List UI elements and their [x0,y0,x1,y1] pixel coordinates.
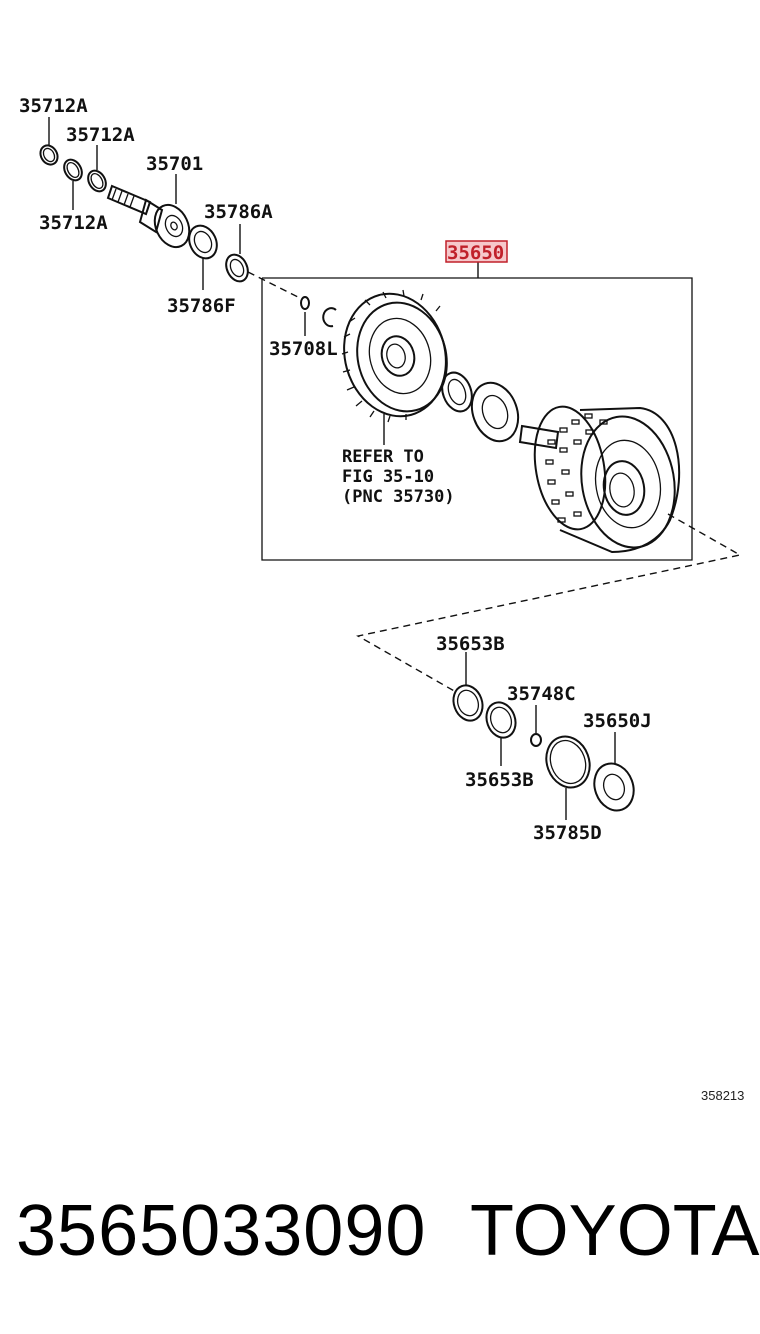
snap-ring-35785d [545,735,591,789]
input-shaft-35701 [106,184,191,249]
part-number: 3565033090 [16,1191,427,1271]
snap-ring-35712a-2 [63,158,83,182]
thrust-washer-large [470,381,520,443]
snap-ring-35712a-3 [87,169,107,193]
callout-35785d[interactable]: 35785D [533,822,602,844]
callout-35650[interactable]: 35650 [447,242,504,264]
callout-35653b-top[interactable]: 35653B [436,633,505,655]
callout-35748c[interactable]: 35748C [507,683,576,705]
footer: 3565033090 TOYOTA [0,1185,760,1285]
callout-35708l[interactable]: 35708L [269,338,338,360]
needle-bearing [441,371,473,413]
clutch-drum-35650 [518,405,681,554]
ring-35653b-2 [485,701,517,739]
clutch-drum-assembly [341,289,448,423]
brand-name: TOYOTA [470,1191,760,1271]
ring-35653b-1 [452,684,484,722]
callout-35650-group[interactable]: 35650 [445,240,508,264]
callout-35712a-low[interactable]: 35712A [39,212,108,234]
callout-35650j[interactable]: 35650J [583,710,652,732]
callout-35712a-mid[interactable]: 35712A [66,124,135,146]
o-ring-35708l [300,296,310,310]
refer-note-line1: REFER TO [342,447,424,467]
snap-ring-35712a-1 [39,144,59,166]
figure-number: 358213 [701,1088,744,1103]
thrust-washer-35650j [593,762,635,812]
thrust-bearing-35786f [188,224,218,260]
callout-35701[interactable]: 35701 [146,153,203,175]
thrust-washer-35786a [225,253,249,283]
callout-35653b-low[interactable]: 35653B [465,769,534,791]
callout-35712a-top[interactable]: 35712A [19,95,88,117]
refer-note-line2: FIG 35-10 [342,467,434,487]
assembly-frame [261,262,693,561]
refer-note-line3: (PNC 35730) [342,487,455,507]
callout-35786f[interactable]: 35786F [167,295,236,317]
snap-ring-clip [322,307,337,328]
o-ring-35748c [530,733,542,747]
callout-35786a[interactable]: 35786A [204,201,273,223]
